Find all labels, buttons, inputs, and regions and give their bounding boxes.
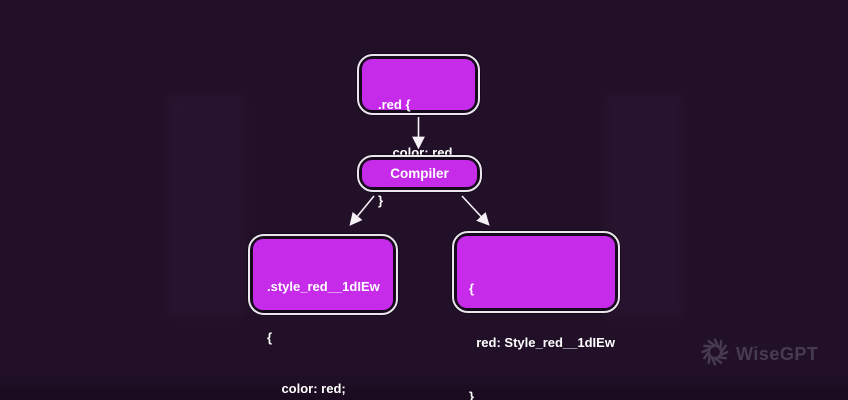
code-line: color: red;: [267, 381, 346, 396]
code-line: }: [378, 193, 384, 208]
node-source-css: .red { color: red }: [357, 54, 480, 208]
wisegpt-logo-text: WiseGPT: [736, 344, 819, 364]
code-line: {: [267, 330, 273, 345]
node-compiled-css: .style_red__1dIEw { color: red; }: [248, 234, 398, 396]
compiler-label: Compiler: [390, 166, 449, 181]
code-line: }: [469, 389, 475, 400]
pinwheel-swirl-icon: [700, 337, 730, 372]
code-line: .red {: [378, 97, 411, 112]
node-compiler: Compiler: [357, 155, 482, 192]
arrow-compiler-to-css-output: [349, 195, 375, 226]
background-pillar-left: [168, 95, 244, 317]
node-json-mapping: { red: Style_red__1dIEw }: [452, 231, 620, 400]
wisegpt-logo: WiseGPT: [700, 337, 818, 372]
code-line: .style_red__1dIEw: [267, 279, 380, 294]
code-line: {: [469, 281, 475, 296]
code-line: red: Style_red__1dIEw: [469, 335, 615, 350]
